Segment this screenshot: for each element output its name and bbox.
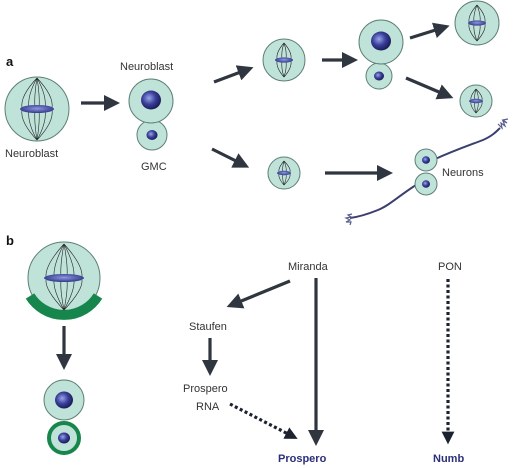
numb-protein-label: Numb xyxy=(433,453,464,465)
neuroblast-top-label: Neuroblast xyxy=(120,61,173,73)
neuroblast-left-label: Neuroblast xyxy=(5,148,58,160)
dividing-gmc-lower xyxy=(267,156,301,190)
gmc-label: GMC xyxy=(141,161,167,173)
neurons-label: Neurons xyxy=(442,167,484,179)
miranda-label: Miranda xyxy=(288,261,329,273)
prospero-rna-label-line2: RNA xyxy=(196,401,220,413)
arrow-to-top-right xyxy=(409,22,450,40)
arrow-down-branch xyxy=(211,147,250,168)
neuroblast-gmc-pair-second xyxy=(358,19,404,90)
dividing-gmc-right xyxy=(459,84,493,118)
arrow-up-branch xyxy=(213,65,254,84)
neurons xyxy=(344,118,509,226)
neuroblast-with-crescent xyxy=(25,241,103,320)
panel-label-a: a xyxy=(6,54,14,69)
prospero-protein-label: Prospero xyxy=(278,453,327,465)
arrow-miranda-to-staufen xyxy=(226,279,291,309)
neuroblast-gmc-with-crescent xyxy=(43,379,85,455)
arrow-to-right-small xyxy=(405,76,454,100)
panel-label-b: b xyxy=(6,233,14,248)
prospero-rna-label-line1: Prospero xyxy=(183,383,228,395)
staufen-label: Staufen xyxy=(189,321,227,333)
pon-label: PON xyxy=(438,261,462,273)
dotted-arrow-rna-to-prospero xyxy=(229,402,298,439)
dividing-neuroblast-upper xyxy=(262,38,306,82)
dividing-neuroblast-top-right xyxy=(454,0,500,46)
dividing-neuroblast-cell xyxy=(4,76,70,142)
neuroblast-gmc-pair xyxy=(128,78,174,151)
